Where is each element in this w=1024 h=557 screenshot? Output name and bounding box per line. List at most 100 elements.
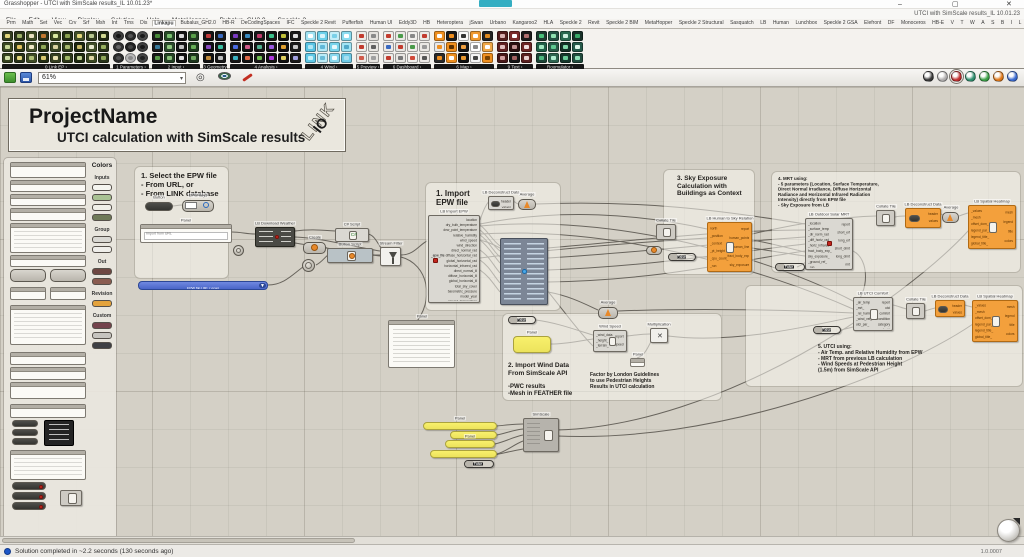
wind-speed-node[interactable]: Wind Speed _wind_data_height__terrain__e… bbox=[593, 330, 627, 352]
component-icon[interactable] bbox=[2, 53, 13, 63]
stream-filter-node[interactable]: Stream Filter bbox=[380, 247, 401, 266]
component-icon[interactable] bbox=[470, 53, 481, 63]
component-icon[interactable] bbox=[14, 31, 25, 41]
plugin-tab[interactable]: Speckle 2 bbox=[558, 20, 583, 27]
lb-deconstruct-data-node-1[interactable]: LB Deconstruct Data headervalues bbox=[488, 196, 514, 210]
component-icon[interactable] bbox=[341, 53, 352, 63]
context-relay-node[interactable] bbox=[646, 246, 662, 255]
collate-tile-node-1[interactable]: Collate Tile bbox=[876, 210, 895, 226]
plugin-tab[interactable]: Eddy3D bbox=[397, 20, 418, 27]
plugin-tab[interactable]: Monoceros bbox=[899, 20, 927, 27]
component-icon[interactable] bbox=[50, 31, 61, 41]
plugin-tab[interactable]: HB-E bbox=[931, 20, 946, 27]
component-icon[interactable] bbox=[407, 31, 418, 41]
template-node[interactable] bbox=[10, 269, 46, 282]
component-icon[interactable] bbox=[509, 53, 520, 63]
component-icon[interactable] bbox=[497, 42, 508, 52]
plugin-tab[interactable]: LB bbox=[759, 20, 768, 27]
template-component[interactable] bbox=[44, 420, 74, 446]
sketch-pen-icon[interactable] bbox=[242, 73, 253, 82]
simscale-api-node[interactable]: SimScale bbox=[523, 418, 559, 452]
component-icon[interactable] bbox=[203, 31, 214, 41]
lb-deconstruct-data-node-3[interactable]: LB Deconstruct Data headervalues bbox=[935, 300, 965, 317]
component-icon[interactable] bbox=[509, 31, 520, 41]
component-icon[interactable] bbox=[230, 42, 241, 52]
component-icon[interactable] bbox=[497, 31, 508, 41]
component-icon[interactable] bbox=[203, 42, 214, 52]
boolean-toggle-utci[interactable]: Boolean Toggle False bbox=[813, 326, 841, 334]
component-icon[interactable] bbox=[356, 42, 367, 52]
component-icon[interactable] bbox=[458, 42, 469, 52]
plugin-tab[interactable]: HLA bbox=[542, 20, 555, 27]
plugin-tab[interactable]: HB-R bbox=[221, 20, 236, 27]
component-icon[interactable] bbox=[152, 31, 163, 41]
boolean-toggle-wind[interactable]: Boolean Toggle False bbox=[508, 316, 536, 324]
template-panel[interactable] bbox=[10, 382, 86, 399]
factor-panel[interactable]: Panel bbox=[630, 358, 645, 367]
component-icon[interactable] bbox=[230, 31, 241, 41]
plugin-tab[interactable]: Dis bbox=[139, 20, 149, 27]
component-icon[interactable] bbox=[14, 42, 25, 52]
save-file-icon[interactable] bbox=[20, 72, 32, 83]
template-node[interactable] bbox=[12, 429, 38, 436]
template-panel[interactable] bbox=[10, 208, 86, 221]
component-icon[interactable] bbox=[254, 42, 265, 52]
template-node[interactable] bbox=[10, 287, 46, 300]
download-weather-node[interactable]: LB Download Weather bbox=[255, 227, 295, 247]
component-icon[interactable] bbox=[62, 42, 73, 52]
component-icon[interactable] bbox=[74, 31, 85, 41]
component-icon[interactable] bbox=[368, 42, 379, 52]
wind-data-panel[interactable]: Panel bbox=[513, 336, 551, 353]
plugin-tab[interactable]: Speckle 2 GSA bbox=[822, 20, 859, 27]
component-icon[interactable] bbox=[164, 31, 175, 41]
plugin-tab[interactable]: T bbox=[959, 20, 965, 27]
preview-eye-icon[interactable] bbox=[218, 72, 231, 80]
component-icon[interactable] bbox=[341, 42, 352, 52]
component-icon[interactable] bbox=[572, 53, 583, 63]
component-icon[interactable] bbox=[317, 42, 328, 52]
plugin-tab[interactable]: Speckle 2 Revit bbox=[300, 20, 338, 27]
plugin-tab[interactable]: Prm bbox=[5, 20, 17, 27]
component-icon[interactable] bbox=[521, 31, 532, 41]
plugin-tab[interactable]: Lunchbox bbox=[794, 20, 819, 27]
component-icon[interactable] bbox=[395, 31, 406, 41]
epw-search-node[interactable]: EPW keys bbox=[182, 200, 214, 212]
plugin-tab[interactable]: B bbox=[999, 20, 1005, 27]
component-icon[interactable] bbox=[242, 31, 253, 41]
component-icon[interactable] bbox=[98, 53, 109, 63]
plugin-tab[interactable]: DF bbox=[886, 20, 896, 27]
component-icon[interactable] bbox=[215, 31, 226, 41]
create-node[interactable]: Create bbox=[303, 242, 326, 254]
component-icon[interactable] bbox=[278, 31, 289, 41]
plugin-tab[interactable]: A bbox=[980, 20, 986, 27]
component-icon[interactable] bbox=[536, 31, 547, 41]
plugin-tab[interactable]: Int bbox=[110, 20, 119, 27]
component-icon[interactable] bbox=[176, 42, 187, 52]
component-icon[interactable] bbox=[230, 53, 241, 63]
lb-utci-comfort-node[interactable]: LB UTCI Comfort _air_temp_mrt__rel_humid… bbox=[853, 297, 893, 331]
legend-parameters-node[interactable] bbox=[500, 238, 548, 305]
component-icon[interactable] bbox=[50, 53, 61, 63]
component-icon[interactable] bbox=[278, 42, 289, 52]
preview-sphere-icon[interactable] bbox=[1007, 71, 1018, 82]
component-icon[interactable] bbox=[137, 42, 148, 52]
component-icon[interactable] bbox=[356, 53, 367, 63]
component-icon[interactable] bbox=[395, 53, 406, 63]
button-node[interactable]: Button bbox=[145, 202, 173, 211]
component-icon[interactable] bbox=[113, 53, 124, 63]
component-icon[interactable] bbox=[317, 31, 328, 41]
preview-sphere-icon[interactable] bbox=[951, 71, 962, 82]
component-icon[interactable] bbox=[50, 42, 61, 52]
lb-human-to-sky-node[interactable]: LB Human to Sky Relation north_position_… bbox=[707, 222, 752, 272]
plugin-tab[interactable]: V bbox=[949, 20, 955, 27]
component-icon[interactable] bbox=[572, 42, 583, 52]
component-icon[interactable] bbox=[242, 42, 253, 52]
component-icon[interactable] bbox=[560, 42, 571, 52]
csharp-script-node[interactable]: C# Script C# bbox=[335, 228, 369, 242]
component-icon[interactable] bbox=[62, 31, 73, 41]
component-icon[interactable] bbox=[329, 53, 340, 63]
lb-spatial-heatmap-node-2[interactable]: LB Spatial Heatmap _values_meshoffset_do… bbox=[972, 300, 1018, 342]
component-icon[interactable] bbox=[125, 31, 136, 41]
lb-deconstruct-data-node-2[interactable]: LB Deconstruct Data headervalues bbox=[905, 208, 941, 228]
open-file-icon[interactable] bbox=[4, 72, 16, 83]
